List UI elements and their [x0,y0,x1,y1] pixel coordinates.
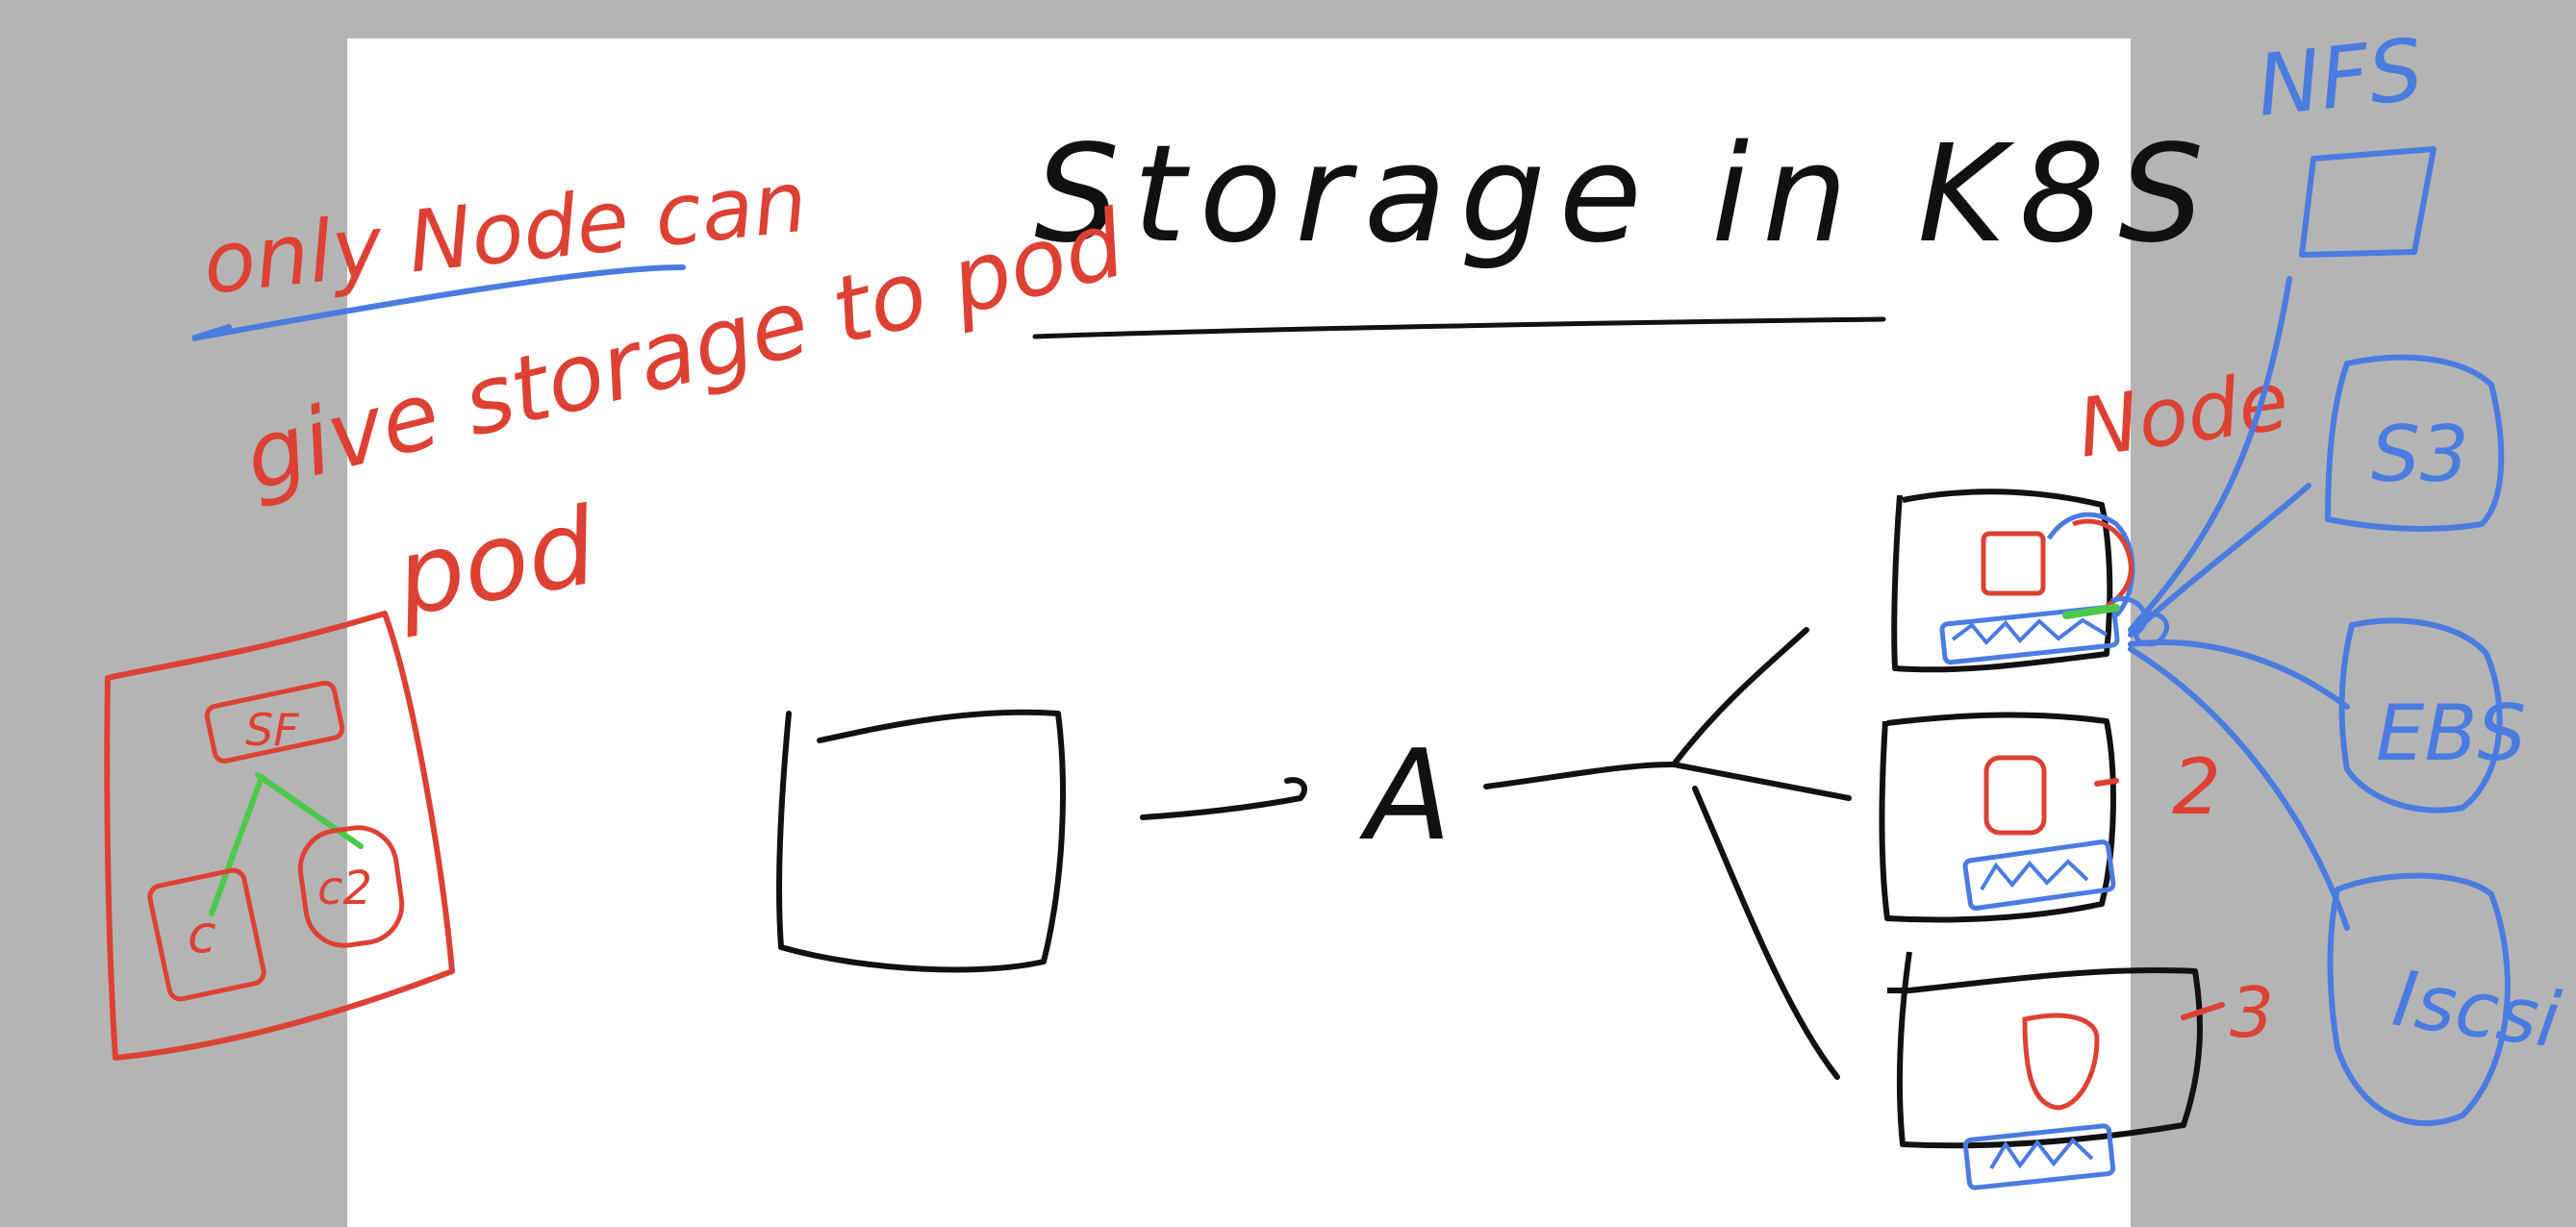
node-3-volume-scribble [1989,1138,2094,1170]
node-1-box [1891,488,2113,673]
node-1-pod [1981,531,2046,596]
fork-top [1671,627,1809,767]
node-2-pod [1983,755,2047,836]
nfs-label: NFS [2252,19,2427,135]
storage-square [776,709,1066,973]
container-c1 [147,867,266,1002]
line-to-nfs [2128,276,2292,633]
fork-main [1483,762,1677,789]
node-2-box [1879,712,2116,923]
node-2-tick [2094,778,2119,787]
fork-middle [1671,762,1852,801]
node-2-volume [1962,839,2116,911]
node-3-tick [2181,1002,2225,1020]
arrow-to-a [1140,777,1307,820]
node-1-volume [1939,604,2120,665]
node-3-number: 3 [2230,972,2274,1053]
ebs-box [2338,617,2503,814]
iscsi-label: Iscsi [2387,954,2564,1065]
link-sf-c1 [209,774,265,916]
container-c1-label: c [188,904,216,964]
sf-label: SF [245,704,299,756]
container-c2 [297,825,405,948]
title-underline [1032,316,1886,339]
node-1-volume-scribble [1951,617,2109,645]
sf-box [204,680,345,764]
pod-box [104,611,455,1061]
line-to-iscsi [2128,646,2350,931]
page-title: Storage in K8S [1034,116,2217,273]
board-page [347,38,2131,1227]
node-1-green-mark [2062,604,2120,619]
fork-bottom [1692,786,1840,1080]
nfs-box [2299,146,2437,258]
storage-a-label: A [1359,722,1452,868]
node-3-pod [2022,1013,2100,1111]
node-3-volume [1962,1123,2116,1190]
s3-box [2325,354,2505,532]
node-3-box [1887,951,2203,1149]
note-arrow [191,264,686,341]
iscsi-box [2327,872,2511,1127]
ebs-label: EBS [2376,689,2526,778]
node-2-number: 2 [2172,742,2221,832]
s3-label: S3 [2371,410,2469,499]
link-scribble [2110,596,2169,647]
container-c2-label: c2 [317,862,372,915]
link-sf-c2 [255,772,364,849]
node-2-volume-scribble [1980,859,2089,891]
node-1-link [2046,512,2135,617]
